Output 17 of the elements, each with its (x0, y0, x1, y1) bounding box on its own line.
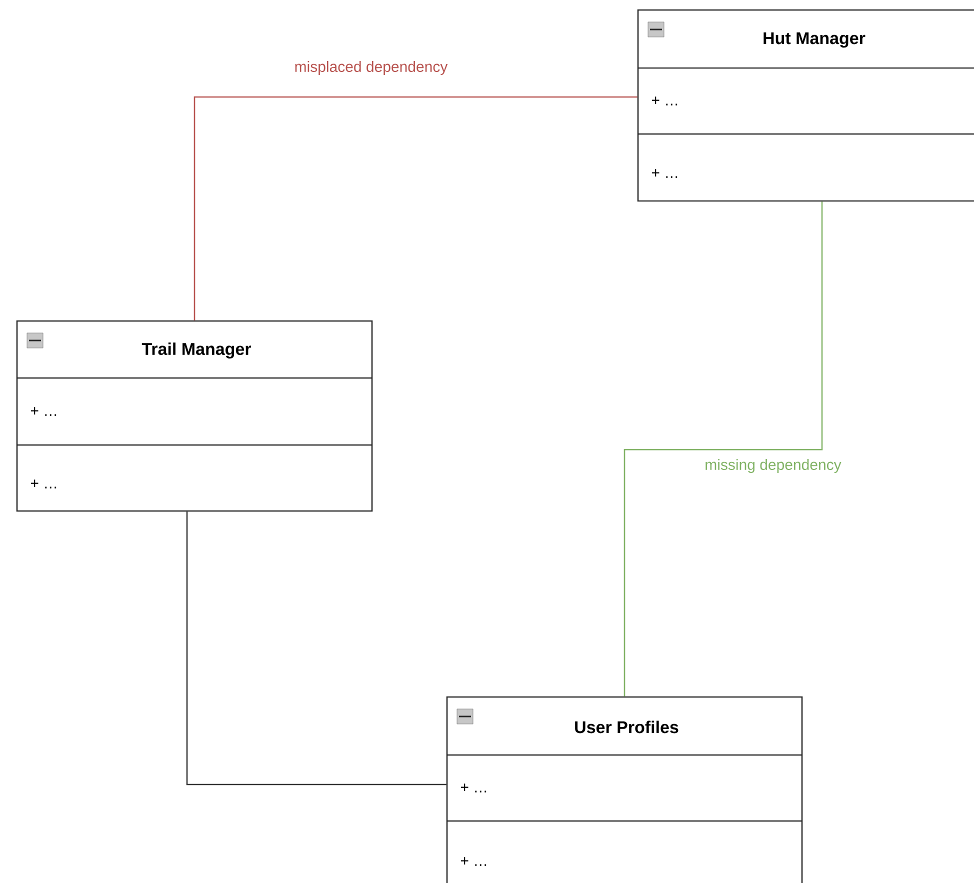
member-text: + … (460, 857, 486, 866)
class-name: Hut Manager (764, 32, 866, 48)
member-text: + … (460, 784, 486, 792)
member-text: + … (30, 407, 56, 416)
class-name: User Profiles (575, 720, 678, 734)
edge-label: misplaced dependency (293, 60, 449, 76)
class-name: Trail Manager (142, 342, 252, 358)
class-box (446, 696, 803, 883)
connector-line (186, 512, 446, 786)
member-text: + … (652, 169, 678, 178)
connector-line (624, 202, 823, 696)
edge-label: missing dependency (704, 458, 842, 474)
class-box (637, 9, 974, 202)
connector-line (194, 96, 638, 320)
class-box (16, 320, 373, 512)
member-text: + … (652, 96, 678, 106)
member-text: + … (30, 480, 56, 488)
